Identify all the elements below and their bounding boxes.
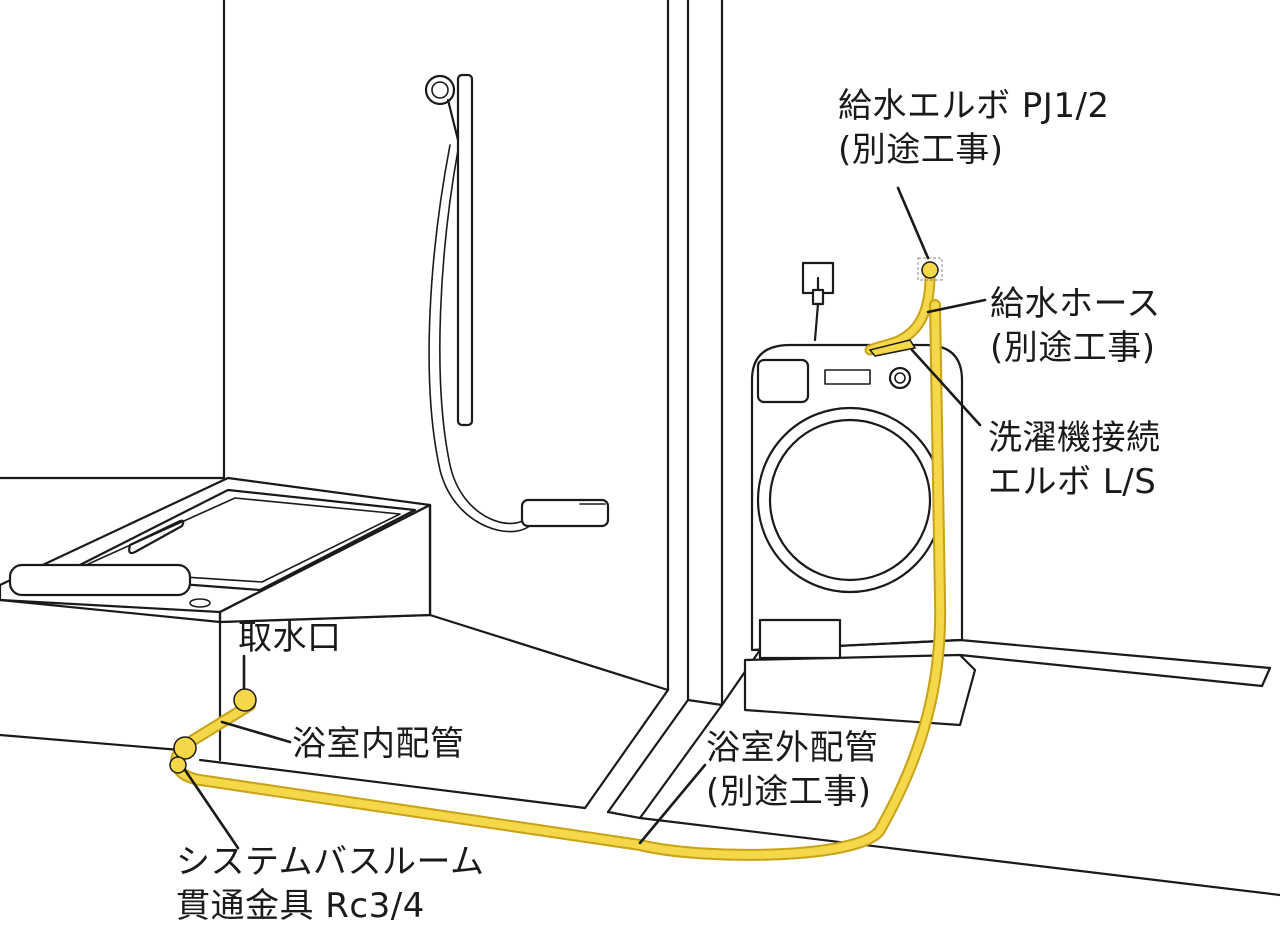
- leader-supply-elbow: [896, 186, 930, 260]
- label-supply-hose-line2: (別途工事): [990, 328, 1156, 368]
- label-supply-elbow: 給水エルボ PJ1/2 (別途工事): [838, 84, 1110, 172]
- label-inner-piping: 浴室内配管: [292, 722, 465, 766]
- inner-piping: [169, 688, 257, 774]
- partition-wall: [583, 0, 724, 820]
- label-through-fitting: システムバスルーム 貫通金具 Rc3/4: [176, 840, 484, 928]
- label-inner-piping-line1: 浴室内配管: [292, 724, 465, 764]
- leader-through-fitting: [183, 768, 240, 850]
- label-supply-elbow-line2: (別途工事): [838, 130, 1004, 170]
- label-washer-elbow-line2: エルボ L/S: [988, 462, 1157, 502]
- label-washer-elbow-line1: 洗濯機接続: [988, 418, 1161, 458]
- leader-supply-hose: [926, 298, 987, 314]
- washer-connection-elbow: [868, 339, 917, 357]
- leader-lines: [183, 186, 987, 850]
- leader-outer-piping: [638, 763, 707, 845]
- label-outer-piping-line2: (別途工事): [706, 772, 872, 812]
- shower-fixture: [424, 73, 610, 533]
- label-supply-hose: 給水ホース (別途工事): [990, 282, 1161, 370]
- label-through-fitting-line1: システムバスルーム: [176, 842, 485, 882]
- outer-piping: [170, 299, 947, 861]
- leader-washer-elbow: [910, 348, 982, 427]
- leader-inner-piping: [220, 720, 292, 744]
- bathtub: [0, 476, 432, 762]
- label-supply-elbow-line1: 給水エルボ PJ1/2: [838, 86, 1110, 126]
- bathroom-wall: [0, 0, 226, 480]
- supply-hose: [864, 257, 943, 356]
- washer-faucet: [801, 261, 835, 342]
- bathroom-floor: [0, 613, 670, 810]
- washing-machine: [743, 343, 977, 727]
- label-supply-hose-line1: 給水ホース: [990, 284, 1161, 324]
- label-water-intake-line1: 取水口: [238, 618, 342, 658]
- label-water-intake: 取水口: [238, 616, 342, 660]
- label-washer-elbow: 洗濯機接続 エルボ L/S: [988, 416, 1161, 504]
- label-outer-piping-line1: 浴室外配管: [706, 728, 879, 768]
- label-through-fitting-line2: 貫通金具 Rc3/4: [176, 886, 425, 926]
- label-outer-piping: 浴室外配管 (別途工事): [706, 726, 879, 814]
